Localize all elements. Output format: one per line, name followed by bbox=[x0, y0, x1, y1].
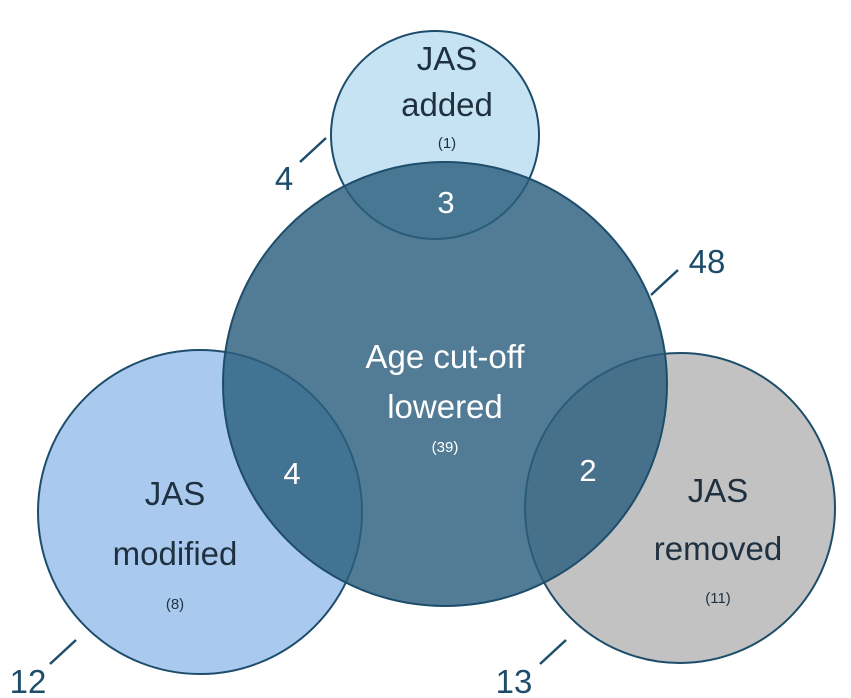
added-name-line1: JAS bbox=[417, 40, 478, 77]
removed-only-count: (11) bbox=[705, 590, 731, 607]
leader-line-removed-total bbox=[539, 639, 567, 665]
circle-age-cutoff-lowered bbox=[222, 161, 668, 607]
total-added: 4 bbox=[275, 160, 293, 197]
removed-name-line1: JAS bbox=[688, 472, 749, 509]
total-removed: 13 bbox=[496, 663, 533, 698]
leader-line-added-total bbox=[299, 137, 327, 163]
added-only-count: (1) bbox=[438, 135, 456, 152]
modified-name-line2: modified bbox=[113, 535, 238, 572]
removed-name-line2: removed bbox=[654, 530, 782, 567]
overlap-removed-lowered: 2 bbox=[579, 453, 596, 488]
overlap-added-lowered: 3 bbox=[437, 185, 454, 220]
modified-name-line1: JAS bbox=[145, 475, 206, 512]
lowered-only-count: (39) bbox=[432, 439, 459, 456]
lowered-name-line1: Age cut-off bbox=[366, 338, 526, 375]
leader-line-modified-total bbox=[49, 639, 77, 665]
total-modified: 12 bbox=[10, 663, 47, 698]
leader-line-lowered-total bbox=[650, 269, 679, 296]
modified-only-count: (8) bbox=[166, 596, 184, 613]
total-lowered: 48 bbox=[689, 243, 726, 280]
overlap-modified-lowered: 4 bbox=[283, 456, 300, 491]
lowered-name-line2: lowered bbox=[387, 388, 503, 425]
added-name-line2: added bbox=[401, 86, 493, 123]
